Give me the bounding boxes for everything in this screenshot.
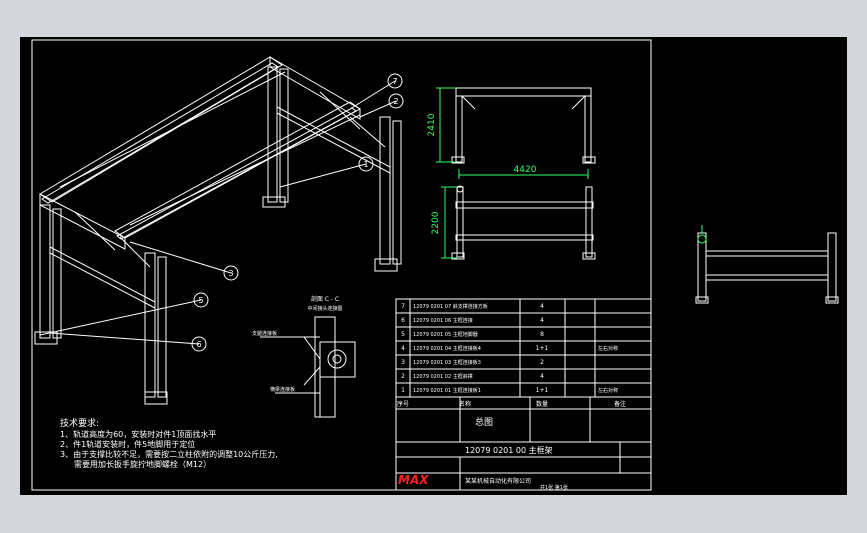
bom-code: 12079 0201 04 主框连接板4 — [413, 345, 481, 352]
notes-line1: 1、轨道高度为60，安装时对件1顶面找水平 — [60, 429, 216, 439]
sheet-footer: 共1张 第1张 — [540, 484, 568, 491]
company-name: 某某机械自动化有限公司 — [465, 477, 531, 485]
bom-no: 5 — [401, 331, 405, 338]
dim-height-side: 2200 — [431, 211, 441, 234]
bom-note: 左右对称 — [598, 345, 618, 352]
bom-qty: 8 — [540, 331, 544, 338]
section-label-b: 横梁连接板 — [270, 386, 295, 393]
bom-qty: 2 — [540, 359, 544, 366]
bom-no: 6 — [401, 317, 405, 324]
bom-code: 12079 0201 06 主框连接 — [413, 317, 473, 324]
drawing-svg: 7 2 1 3 5 6 — [31, 39, 839, 491]
leader-num: 2 — [393, 97, 398, 106]
section-label-a: 支腿连接板 — [252, 330, 277, 337]
bom-code: 12079 0201 02 主框斜撑 — [413, 373, 473, 380]
dim-width: 4420 — [514, 165, 537, 175]
balloon-7[interactable] — [387, 73, 403, 89]
bom-qty: 4 — [540, 373, 544, 380]
drawing-number: 12079 0201 00 主框架 — [465, 445, 553, 455]
bom-no: 4 — [401, 345, 405, 352]
balloon-5[interactable] — [193, 292, 209, 308]
side-dimensions — [441, 186, 457, 259]
bom-header-note: 备注 — [614, 400, 626, 408]
side-view — [451, 185, 596, 260]
technical-notes: 技术要求: 1、轨道高度为60，安装时对件1顶面找水平 2、件1轨道安装时，件5… — [60, 417, 278, 469]
bom-header-no: 序号 — [397, 400, 409, 408]
bom-header-qty: 数量 — [536, 400, 548, 408]
bom-no: 7 — [401, 303, 405, 310]
balloon-3[interactable] — [223, 265, 239, 281]
bom-no: 1 — [401, 387, 405, 394]
bom-code: 12079 0201 07 斜支撑连接方板 — [413, 303, 488, 310]
section-subtitle: 中间接头连接图 — [307, 305, 342, 312]
leader-numbers: 7 2 1 3 5 6 — [196, 77, 398, 349]
bom-code: 12079 0201 05 主框地脚器 — [413, 331, 478, 338]
notes-heading: 技术要求: — [60, 417, 99, 429]
section-title: 剖面 C - C — [311, 295, 339, 303]
bom-no: 3 — [401, 359, 405, 366]
leader-num: 7 — [392, 77, 397, 86]
bom-code: 12079 0201 01 主框连接板1 — [413, 387, 481, 394]
notes-line2: 2、件1轨道安装时，件5地脚用于定位 — [60, 439, 195, 449]
bom-table — [395, 298, 652, 398]
bom-qty: 1+1 — [536, 345, 549, 352]
leader-num: 6 — [196, 340, 201, 349]
leader-balloons — [39, 73, 404, 352]
notes-line4: 需要用加长扳手旋拧地脚螺栓（M12） — [74, 459, 211, 469]
sheet-border — [31, 39, 652, 491]
main-title: 总图 — [475, 416, 493, 428]
bom-note: 左右对称 — [598, 387, 618, 394]
leader-num: 5 — [198, 296, 203, 305]
dim-height-top: 2410 — [427, 113, 437, 136]
end-view — [695, 225, 839, 304]
section-detail — [260, 316, 356, 418]
balloon-2[interactable] — [388, 93, 404, 109]
bom-code: 12079 0201 03 主框连接板3 — [413, 359, 481, 366]
balloon-6[interactable] — [191, 336, 207, 352]
front-view — [451, 87, 596, 164]
bom-header-code: 名称 — [459, 400, 471, 408]
bom-qty: 1+1 — [536, 387, 549, 394]
drawing-canvas[interactable]: 7 2 1 3 5 6 — [20, 37, 847, 495]
bom-qty: 4 — [540, 303, 544, 310]
notes-line3: 3、由于支撑比较不足，需要按二立柱依附的调整10公斤压力, — [60, 449, 278, 459]
front-dimensions — [436, 87, 589, 179]
company-logo: MAX — [398, 473, 429, 487]
isometric-view — [34, 56, 402, 405]
bom-rows: 7 12079 0201 07 斜支撑连接方板 4 6 12079 0201 0… — [401, 303, 618, 394]
bom-no: 2 — [401, 373, 405, 380]
title-block — [395, 396, 652, 491]
leader-num: 1 — [363, 160, 368, 169]
leader-num: 3 — [228, 269, 233, 278]
bom-qty: 4 — [540, 317, 544, 324]
balloon-1[interactable] — [358, 156, 374, 172]
